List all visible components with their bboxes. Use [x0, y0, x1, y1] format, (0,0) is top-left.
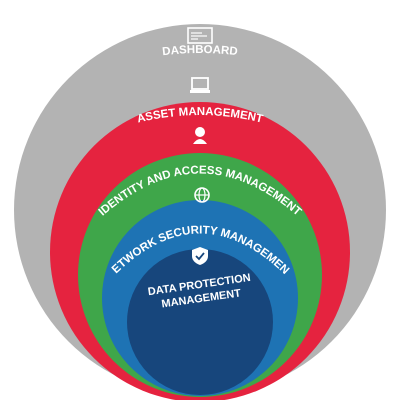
monitor-icon [187, 27, 213, 44]
globe-icon [194, 187, 210, 203]
laptop-icon [190, 77, 210, 93]
user-icon [193, 127, 207, 144]
shield-check-icon [192, 247, 208, 265]
dashboard-label: DASHBOARD [162, 44, 239, 58]
data-protection-core [127, 249, 273, 395]
